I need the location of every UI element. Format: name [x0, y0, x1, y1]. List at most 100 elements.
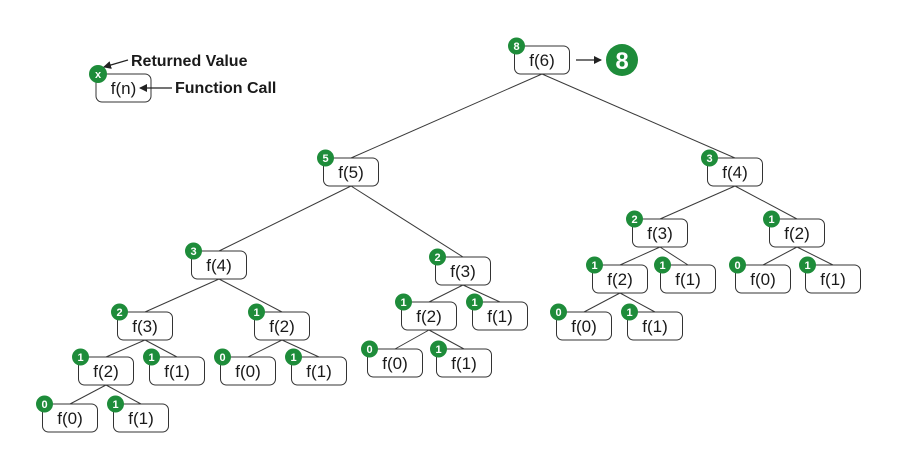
return-value-badge	[763, 210, 780, 228]
call-node-label: f(4)	[206, 256, 232, 275]
legend: f(n) x Returned Value Function Call	[89, 53, 276, 103]
call-node-box	[627, 311, 683, 341]
return-value-text: 2	[116, 307, 122, 319]
return-value-badge	[395, 293, 412, 311]
return-value-text: 1	[253, 307, 259, 319]
return-value-badge	[285, 348, 302, 366]
return-value-badge	[361, 340, 378, 358]
result-group: 8	[576, 44, 638, 76]
return-value-badge	[586, 256, 603, 274]
call-node-label: f(0)	[382, 354, 408, 373]
return-value-badge	[550, 303, 567, 321]
call-node: f(0)0	[36, 395, 98, 433]
return-value-text: 2	[434, 252, 440, 264]
result-badge	[606, 44, 638, 76]
tree-edge	[462, 284, 501, 303]
return-value-text: 3	[190, 246, 196, 258]
return-value-badge	[430, 340, 447, 358]
call-node-box	[78, 356, 134, 386]
call-node-label: f(1)	[128, 409, 154, 428]
call-node: f(1)1	[621, 303, 683, 341]
call-node-box	[401, 301, 457, 331]
tree-edge	[659, 246, 689, 266]
call-node-box	[117, 311, 173, 341]
return-value-badge	[799, 256, 816, 274]
return-value-badge	[248, 303, 265, 321]
tree-edge	[619, 292, 656, 313]
call-node-label: f(2)	[784, 224, 810, 243]
call-node-box	[149, 356, 205, 386]
return-value-badge	[185, 242, 202, 260]
call-node: f(4)3	[701, 149, 763, 187]
return-value-badge	[429, 248, 446, 266]
call-node-box	[592, 264, 648, 294]
call-node-label: f(1)	[642, 317, 668, 336]
tree-edge	[218, 185, 352, 252]
call-node-box	[805, 264, 861, 294]
call-node: f(5)5	[317, 149, 379, 187]
return-value-text: 1	[112, 399, 118, 411]
tree-edge	[105, 384, 142, 405]
call-node-label: f(1)	[451, 354, 477, 373]
call-node: f(1)1	[799, 256, 861, 294]
call-node-label: f(6)	[529, 51, 555, 70]
returned-value-label: Returned Value	[131, 53, 248, 70]
return-value-badge	[701, 149, 718, 167]
tree-edge	[428, 284, 464, 303]
call-node-label: f(3)	[450, 262, 476, 281]
return-value-text: 1	[400, 297, 406, 309]
return-value-badge	[143, 348, 160, 366]
call-node-box	[113, 403, 169, 433]
tree-edge	[281, 339, 320, 358]
return-value-text: 2	[631, 214, 637, 226]
call-node-box	[220, 356, 276, 386]
tree-edge	[428, 329, 465, 350]
call-node: f(3)2	[111, 303, 173, 341]
call-node: f(1) 1	[107, 395, 169, 433]
returned-value-arrow	[103, 59, 129, 69]
return-value-badge	[508, 37, 525, 55]
call-node-box	[632, 218, 688, 248]
return-value-text: 0	[555, 307, 561, 319]
return-value-badge	[214, 348, 231, 366]
return-value-badge	[72, 348, 89, 366]
legend-badge	[89, 65, 107, 83]
tree-edge	[659, 185, 736, 220]
call-node-label: f(2)	[269, 317, 295, 336]
return-value-text: 1	[768, 214, 774, 226]
call-node-box	[660, 264, 716, 294]
return-value-badge	[107, 395, 124, 413]
call-node: f(2)1	[72, 348, 134, 386]
tree-edge	[247, 339, 283, 358]
tree-edge	[583, 292, 621, 313]
call-node: f(0)0	[550, 303, 612, 341]
tree-edge	[144, 339, 178, 358]
return-value-badge	[466, 293, 483, 311]
return-value-text: 1	[148, 352, 154, 364]
call-node: f(1)1	[143, 348, 205, 386]
tree-edge	[619, 246, 661, 266]
return-value-text: 1	[804, 260, 810, 272]
tree-edge	[350, 73, 543, 159]
call-node: f(1)1	[466, 293, 528, 331]
call-node-label: f(2)	[607, 270, 633, 289]
return-value-text: 0	[734, 260, 740, 272]
call-node-box	[514, 45, 570, 75]
call-node-box	[556, 311, 612, 341]
call-node: f(3) 2	[429, 248, 491, 286]
return-value-badge	[111, 303, 128, 321]
call-node: f(2)1	[395, 293, 457, 331]
call-node: f(2) 1	[763, 210, 825, 248]
call-node-label: f(2)	[93, 362, 119, 381]
tree-edge	[734, 185, 798, 220]
return-value-badge	[626, 210, 643, 228]
tree-edge	[394, 329, 430, 350]
return-value-text: 1	[591, 260, 597, 272]
tree-edges	[69, 73, 834, 405]
call-node: f(0)0	[361, 340, 423, 378]
call-node-label: f(1)	[675, 270, 701, 289]
call-node: f(3)2	[626, 210, 688, 248]
return-value-text: 3	[706, 153, 712, 165]
return-value-badge	[317, 149, 334, 167]
